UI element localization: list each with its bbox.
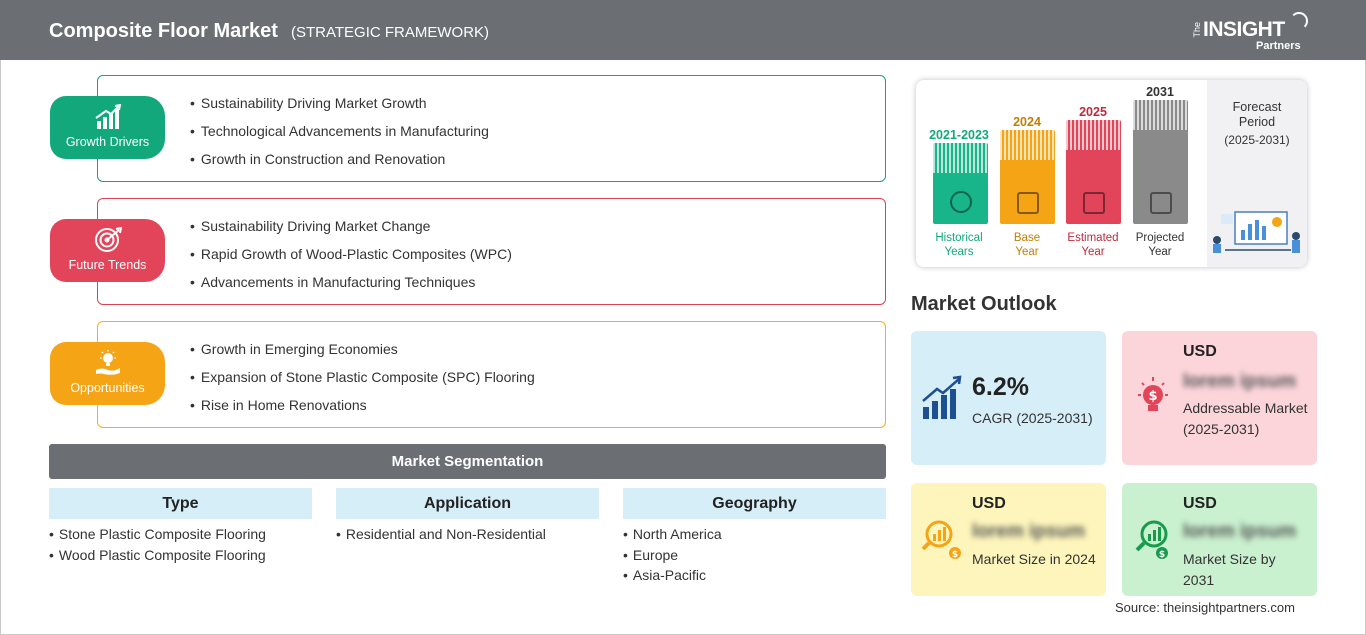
list-item: Rise in Home Renovations [190, 397, 535, 425]
segment-type: Type Stone Plastic Composite Flooring Wo… [49, 488, 312, 567]
forecast-range: (2025-2031) [1224, 133, 1290, 147]
analytics-illustration-icon [1213, 211, 1300, 253]
currency-label: USD [1183, 343, 1217, 360]
list-item: Stone Plastic Composite Flooring [49, 526, 312, 547]
opportunities-label: Opportunities [70, 381, 145, 395]
opportunities-box: Growth in Emerging Economies Expansion o… [97, 321, 886, 428]
list-item: Rapid Growth of Wood-Plastic Composites … [190, 246, 512, 274]
segment-header: Type [49, 488, 312, 519]
year-historical: 2021-2023 [929, 128, 989, 142]
insight-partners-logo[interactable]: The INSIGHT Partners [1190, 12, 1310, 54]
list-item: Sustainability Driving Market Growth [190, 95, 489, 123]
cagr-label: CAGR (2025-2031) [972, 410, 1093, 426]
list-item: Technological Advancements in Manufactur… [190, 123, 489, 151]
cagr-card: 6.2% CAGR (2025-2031) [911, 331, 1106, 465]
list-item: Asia-Pacific [623, 567, 886, 588]
forecast-panel: Forecast Period (2025-2031) [1207, 80, 1307, 267]
estimate-gear-icon [1083, 192, 1105, 214]
segment-header: Geography [623, 488, 886, 519]
svg-text:$: $ [1148, 389, 1157, 404]
opportunities-list: Growth in Emerging Economies Expansion o… [190, 341, 535, 425]
segmentation-title: Market Segmentation [49, 444, 886, 479]
market-size-2031-label: Market Size by 2031 [1183, 551, 1276, 588]
bar-projected [1133, 100, 1188, 224]
list-item: Wood Plastic Composite Flooring [49, 547, 312, 568]
bar-estimated [1066, 120, 1121, 224]
logo-arc-icon [1290, 12, 1308, 30]
future-trends-list: Sustainability Driving Market Change Rap… [190, 218, 512, 302]
list-item: Growth in Construction and Renovation [190, 151, 489, 179]
growth-bars-icon [922, 375, 962, 419]
year-estimated: 2025 [1079, 105, 1107, 119]
lightbulb-hand-icon [96, 350, 120, 375]
bar-historical [933, 143, 988, 224]
market-size-2031-card: USD lorem ipsum Market Size by 2031 $ [1122, 483, 1317, 596]
growth-drivers-label: Growth Drivers [65, 135, 150, 149]
bar-base [1000, 130, 1055, 224]
presentation-icon [1150, 192, 1172, 214]
source-credit: Source: theinsightpartners.com [1115, 600, 1295, 615]
page-title: Composite Floor Market [49, 20, 278, 42]
growth-chart-icon [95, 104, 122, 129]
magnifier-chart-icon: $ [1135, 520, 1168, 560]
addressable-market-card: USD lorem ipsum Addressable Market (2025… [1122, 331, 1317, 465]
list-item: Advancements in Manufacturing Techniques [190, 274, 512, 302]
future-trends-label: Future Trends [68, 258, 147, 272]
market-size-2024-label: Market Size in 2024 [972, 551, 1096, 567]
magnifier-chart-icon: $ [921, 520, 961, 560]
target-icon [95, 227, 123, 252]
year-projected: 2031 [1146, 85, 1174, 99]
addressable-value: lorem ipsum [1183, 371, 1296, 392]
growth-drivers-list: Sustainability Driving Market Growth Tec… [190, 95, 489, 179]
list-item: Expansion of Stone Plastic Composite (SP… [190, 369, 535, 397]
dollar-bulb-icon: $ [1138, 377, 1168, 411]
growth-drivers-box: Sustainability Driving Market Growth Tec… [97, 75, 886, 182]
list-item: Sustainability Driving Market Change [190, 218, 512, 246]
forecast-label: Forecast Period [1232, 100, 1282, 129]
segment-geography: Geography North America Europe Asia-Paci… [623, 488, 886, 588]
segment-header: Application [336, 488, 599, 519]
history-icon [950, 191, 972, 213]
segment-application: Application Residential and Non-Resident… [336, 488, 599, 547]
opportunities-badge: Opportunities [50, 342, 165, 405]
list-item: Residential and Non-Residential [336, 526, 599, 547]
market-size-2024-value: lorem ipsum [972, 521, 1085, 542]
logo-the: The [1192, 22, 1202, 38]
year-base: 2024 [1013, 115, 1041, 129]
list-item: Growth in Emerging Economies [190, 341, 535, 369]
growth-drivers-badge: Growth Drivers [50, 96, 165, 159]
header-bar: Composite Floor Market (STRATEGIC FRAMEW… [0, 0, 1366, 60]
list-item: Europe [623, 547, 886, 568]
market-outlook-title: Market Outlook [911, 293, 1057, 315]
currency-label: USD [1183, 495, 1217, 512]
logo-partners: Partners [1256, 40, 1301, 52]
calendar-icon [1017, 192, 1039, 214]
logo-insight: INSIGHT [1203, 18, 1285, 41]
page-subtitle: (STRATEGIC FRAMEWORK) [291, 24, 490, 41]
addressable-label: Addressable Market (2025-2031) [1183, 400, 1308, 437]
future-trends-box: Sustainability Driving Market Change Rap… [97, 198, 886, 305]
future-trends-badge: Future Trends [50, 219, 165, 282]
svg-text:$: $ [952, 550, 958, 560]
svg-text:$: $ [1159, 550, 1165, 560]
currency-label: USD [972, 495, 1006, 512]
market-size-2031-value: lorem ipsum [1183, 521, 1296, 542]
list-item: North America [623, 526, 886, 547]
cagr-value: 6.2% [972, 373, 1029, 401]
market-size-2024-card: USD lorem ipsum Market Size in 2024 $ [911, 483, 1106, 596]
